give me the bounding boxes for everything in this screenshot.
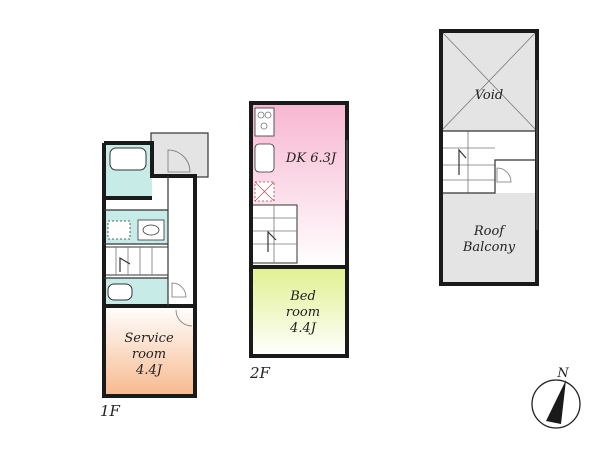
service-room-label-line1: Service xyxy=(124,331,174,346)
door-swing-service xyxy=(175,309,193,327)
compass-north-label: N xyxy=(556,366,569,381)
stairs-2f xyxy=(250,204,298,264)
hallway-1f xyxy=(168,176,195,306)
service-room-label-line3: 4.4J xyxy=(135,363,163,378)
stove-icon xyxy=(254,107,275,137)
toilet-icon xyxy=(107,283,133,301)
floor-1f: Service room 4.4J 1F xyxy=(100,132,209,420)
roof-balcony xyxy=(441,193,537,284)
sink-icon xyxy=(137,219,165,241)
door-swing-toilet xyxy=(171,282,187,298)
entrance-porch xyxy=(150,132,209,178)
door-swing-roof xyxy=(496,167,512,183)
floor-label-1f: 1F xyxy=(100,402,121,420)
bathtub-icon xyxy=(109,147,147,171)
bedroom xyxy=(251,267,347,356)
void-label: Void xyxy=(475,88,504,103)
floor-3f: Void Roof Balcony xyxy=(439,29,539,286)
washing-machine-icon xyxy=(107,220,131,240)
bedroom-label-line3: 4.4J xyxy=(289,321,317,336)
kitchen-sink-icon xyxy=(254,143,275,173)
bedroom-label-line1: Bed xyxy=(289,289,316,304)
stairs-1f xyxy=(103,246,169,276)
stairs-3f xyxy=(443,131,495,193)
dk-label: DK 6.3J xyxy=(285,151,337,166)
bedroom-label-line2: room xyxy=(286,305,320,320)
floor-2f: DK 6.3J Bed room 4.4J 2F xyxy=(249,101,349,382)
north-compass: N xyxy=(531,366,581,429)
floor-label-2f: 2F xyxy=(249,364,271,382)
compass-needle-icon xyxy=(546,380,566,424)
roof-balcony-label-line2: Balcony xyxy=(462,240,516,255)
roof-balcony-label-line1: Roof xyxy=(473,224,506,239)
door-swing-entrance xyxy=(167,149,191,173)
service-room-label-line2: room xyxy=(132,347,166,362)
basin-icon xyxy=(142,224,160,236)
